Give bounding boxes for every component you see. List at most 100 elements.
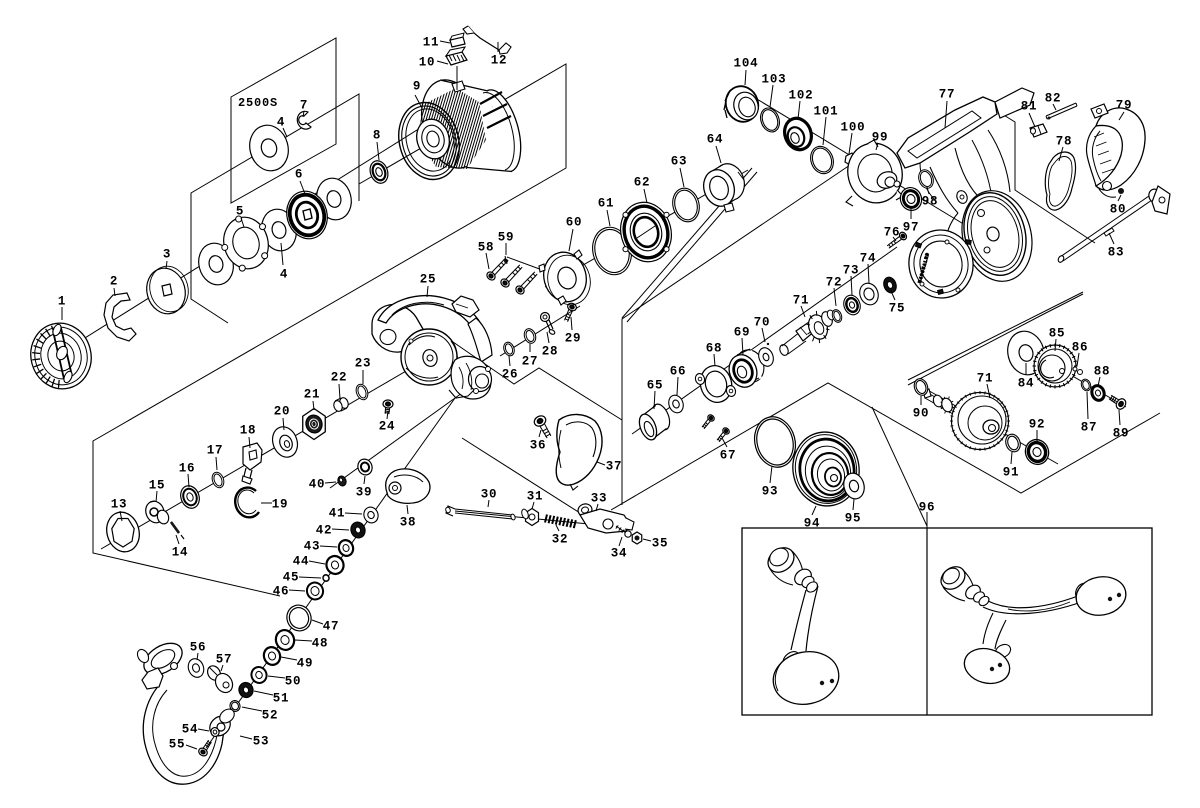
svg-text:84: 84 — [1018, 377, 1035, 391]
svg-text:71: 71 — [793, 294, 810, 308]
svg-text:65: 65 — [647, 379, 664, 393]
svg-text:25: 25 — [420, 273, 437, 287]
svg-text:12: 12 — [491, 54, 508, 68]
svg-text:92: 92 — [1029, 418, 1046, 432]
svg-text:45: 45 — [283, 571, 300, 585]
svg-text:13: 13 — [111, 498, 128, 512]
svg-text:83: 83 — [1108, 246, 1125, 260]
svg-text:82: 82 — [1045, 92, 1062, 106]
svg-text:67: 67 — [720, 449, 737, 463]
svg-text:5: 5 — [236, 205, 244, 219]
svg-text:58: 58 — [478, 241, 495, 255]
svg-text:6: 6 — [295, 168, 303, 182]
svg-text:7: 7 — [300, 99, 308, 113]
svg-text:69: 69 — [734, 326, 751, 340]
svg-text:48: 48 — [312, 637, 329, 651]
svg-text:32: 32 — [552, 533, 569, 547]
svg-text:24: 24 — [379, 420, 396, 434]
svg-text:103: 103 — [762, 73, 787, 87]
svg-text:43: 43 — [304, 540, 321, 554]
svg-text:35: 35 — [652, 537, 669, 551]
svg-text:42: 42 — [316, 524, 333, 538]
svg-text:51: 51 — [273, 692, 290, 706]
svg-text:94: 94 — [804, 517, 821, 531]
svg-text:60: 60 — [566, 216, 583, 230]
svg-text:47: 47 — [323, 620, 340, 634]
svg-text:85: 85 — [1049, 327, 1066, 341]
svg-text:14: 14 — [172, 546, 189, 560]
svg-text:38: 38 — [400, 516, 417, 530]
svg-text:10: 10 — [419, 56, 436, 70]
svg-text:37: 37 — [606, 460, 623, 474]
svg-text:3: 3 — [163, 248, 171, 262]
svg-text:11: 11 — [423, 36, 440, 50]
svg-text:46: 46 — [273, 585, 290, 599]
svg-text:21: 21 — [304, 388, 321, 402]
svg-text:22: 22 — [331, 371, 348, 385]
svg-text:91: 91 — [1003, 466, 1020, 480]
svg-text:87: 87 — [1081, 421, 1098, 435]
svg-text:101: 101 — [814, 105, 839, 119]
svg-text:18: 18 — [240, 424, 257, 438]
svg-text:95: 95 — [845, 512, 862, 526]
svg-text:52: 52 — [262, 709, 279, 723]
svg-text:2500S: 2500S — [238, 96, 278, 110]
svg-text:88: 88 — [1094, 365, 1111, 379]
svg-text:57: 57 — [216, 653, 233, 667]
svg-text:2: 2 — [110, 275, 118, 289]
svg-text:86: 86 — [1072, 341, 1089, 355]
svg-text:71: 71 — [977, 372, 994, 386]
svg-text:75: 75 — [889, 302, 906, 316]
svg-text:1: 1 — [58, 295, 66, 309]
svg-text:30: 30 — [481, 488, 498, 502]
svg-text:76: 76 — [884, 226, 901, 240]
svg-text:50: 50 — [285, 675, 302, 689]
svg-text:89: 89 — [1113, 427, 1130, 441]
svg-text:54: 54 — [182, 723, 199, 737]
svg-text:102: 102 — [789, 89, 814, 103]
svg-text:63: 63 — [671, 155, 688, 169]
svg-text:64: 64 — [707, 133, 724, 147]
svg-text:8: 8 — [373, 129, 381, 143]
svg-text:4: 4 — [277, 116, 285, 130]
svg-text:44: 44 — [293, 555, 310, 569]
svg-text:66: 66 — [670, 365, 687, 379]
svg-text:100: 100 — [841, 121, 866, 135]
svg-text:79: 79 — [1116, 99, 1133, 113]
svg-text:81: 81 — [1021, 100, 1038, 114]
svg-text:98: 98 — [922, 195, 939, 209]
svg-text:49: 49 — [297, 657, 314, 671]
svg-text:56: 56 — [190, 641, 207, 655]
svg-text:41: 41 — [329, 507, 346, 521]
svg-text:61: 61 — [598, 197, 615, 211]
svg-text:90: 90 — [913, 407, 930, 421]
svg-text:62: 62 — [634, 176, 651, 190]
svg-text:59: 59 — [498, 231, 515, 245]
svg-text:68: 68 — [706, 342, 723, 356]
svg-text:39: 39 — [356, 486, 373, 500]
svg-text:93: 93 — [762, 485, 779, 499]
svg-text:33: 33 — [591, 492, 608, 506]
svg-text:80: 80 — [1110, 203, 1127, 217]
svg-text:34: 34 — [611, 547, 628, 561]
svg-text:53: 53 — [253, 735, 270, 749]
svg-text:15: 15 — [149, 479, 166, 493]
svg-text:26: 26 — [502, 368, 519, 382]
svg-text:17: 17 — [207, 444, 224, 458]
svg-text:74: 74 — [860, 252, 877, 266]
svg-text:31: 31 — [527, 490, 544, 504]
svg-text:40: 40 — [309, 478, 326, 492]
svg-text:96: 96 — [919, 501, 936, 515]
svg-text:99: 99 — [872, 131, 889, 145]
svg-text:9: 9 — [413, 80, 421, 94]
svg-text:19: 19 — [272, 498, 289, 512]
svg-text:27: 27 — [522, 355, 539, 369]
svg-text:104: 104 — [734, 57, 759, 71]
svg-text:20: 20 — [274, 405, 291, 419]
svg-text:70: 70 — [754, 316, 771, 330]
svg-text:23: 23 — [355, 357, 372, 371]
svg-text:72: 72 — [826, 276, 843, 290]
svg-text:36: 36 — [530, 439, 547, 453]
svg-text:77: 77 — [939, 88, 956, 102]
svg-text:28: 28 — [542, 345, 559, 359]
